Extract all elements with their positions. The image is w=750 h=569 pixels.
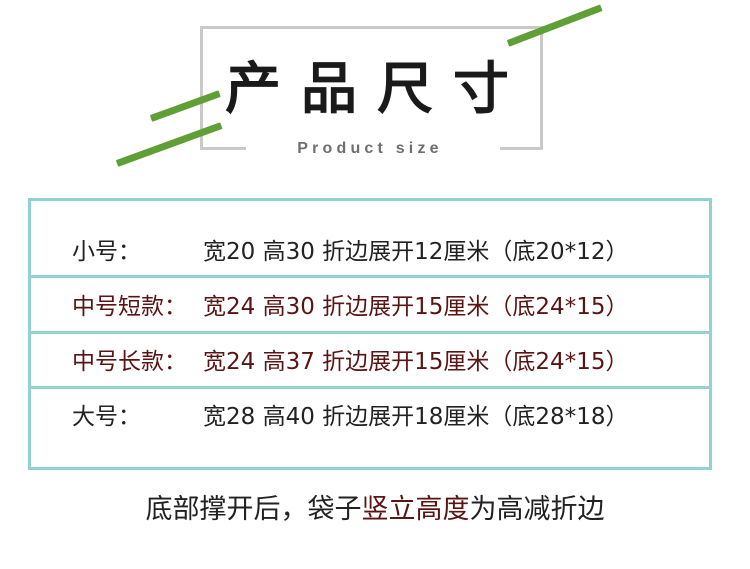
size-label: 小号： — [72, 239, 141, 265]
size-value: 宽24 高37 折边展开15厘米（底24*15） — [203, 349, 629, 375]
page-subtitle: Product size — [297, 140, 443, 157]
table-row: 大号： 宽28 高40 折边展开18厘米（底28*18） — [31, 402, 709, 432]
size-value: 宽24 高30 折边展开15厘米（底24*15） — [203, 294, 629, 320]
table-row: 中号短款： 宽24 高30 折边展开15厘米（底24*15） — [31, 292, 709, 322]
row-divider — [31, 386, 709, 389]
size-value: 宽20 高30 折边展开12厘米（底20*12） — [203, 239, 629, 265]
table-row: 小号： 宽20 高30 折边展开12厘米（底20*12） — [31, 237, 709, 267]
size-label: 中号短款： — [72, 294, 187, 320]
note-suffix: 为高减折边 — [469, 494, 605, 525]
frame-top-edge — [200, 26, 543, 29]
frame-left-edge — [200, 26, 203, 150]
page-title: 产品尺寸 — [225, 57, 529, 122]
table-row: 中号长款： 宽24 高37 折边展开15厘米（底24*15） — [31, 347, 709, 377]
size-value: 宽28 高40 折边展开18厘米（底28*18） — [203, 404, 629, 430]
size-label: 大号： — [72, 404, 141, 430]
frame-right-edge — [540, 26, 543, 150]
frame-bottom-right-edge — [500, 147, 543, 150]
note-prefix: 底部撑开后，袋子 — [145, 494, 362, 525]
row-divider — [31, 275, 709, 278]
row-divider — [31, 331, 709, 334]
height-note: 底部撑开后，袋子竖立高度为高减折边 — [0, 492, 750, 528]
frame-bottom-left-edge — [200, 147, 246, 150]
size-label: 中号长款： — [72, 349, 187, 375]
size-table: 小号： 宽20 高30 折边展开12厘米（底20*12） 中号短款： 宽24 高… — [28, 198, 712, 470]
title-frame — [200, 26, 543, 150]
note-highlight: 竖立高度 — [361, 494, 470, 525]
